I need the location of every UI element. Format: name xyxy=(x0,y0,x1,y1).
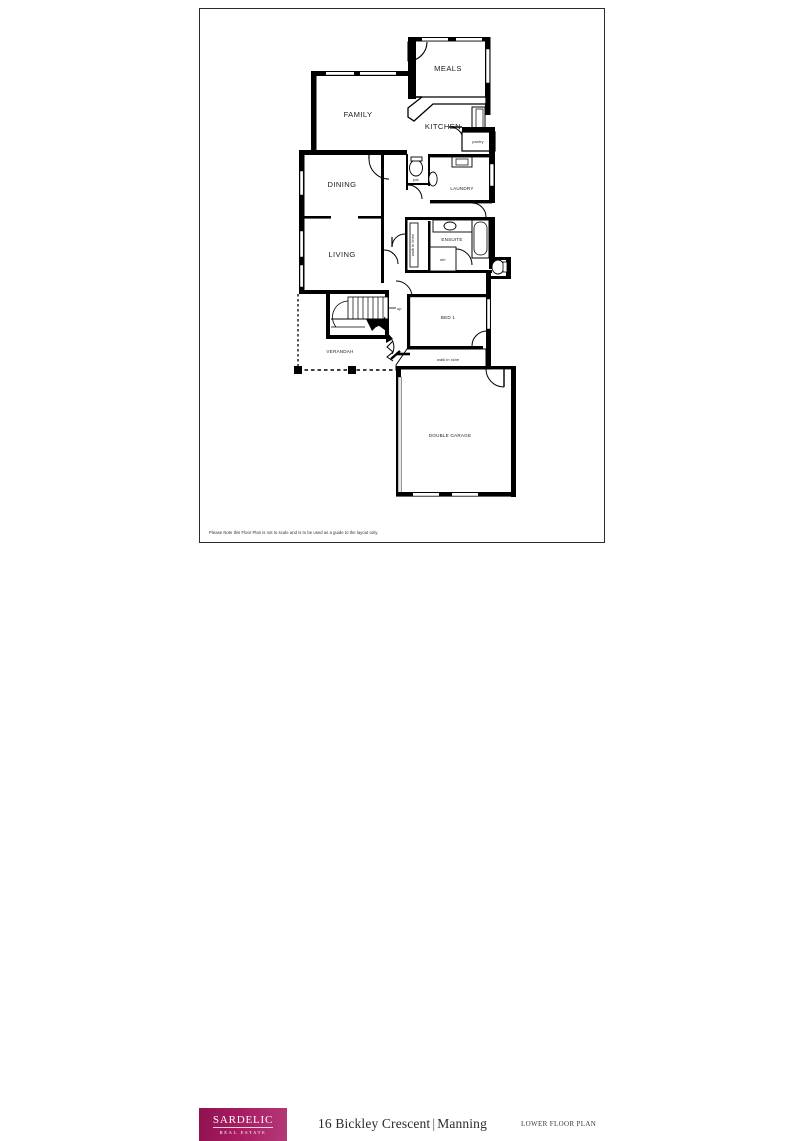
room-walk-in-robe: walk in robe xyxy=(390,339,491,370)
floor-plan-disclaimer: Please Note this Floor Plan is not to sc… xyxy=(209,530,379,535)
room-walk-in-linen: walk in linen xyxy=(391,217,431,273)
room-bed-1: BED 1 xyxy=(407,273,491,369)
room-label-double-garage: DOUBLE GARAGE xyxy=(429,433,471,438)
address-street: 16 Bickley Crescent xyxy=(318,1116,431,1131)
logo-tagline: REAL ESTATE xyxy=(219,1129,267,1135)
room-label-meals: MEALS xyxy=(434,64,462,73)
address-suburb: Manning xyxy=(437,1116,487,1131)
room-dining: DINING xyxy=(299,150,407,250)
room-label-kitchen: KITCHEN xyxy=(425,122,461,131)
room-laundry: LAUNDRY xyxy=(430,151,495,218)
room-label-family: FAMILY xyxy=(344,110,373,119)
room-powder: pdr xyxy=(406,154,438,200)
room-label-dining: DINING xyxy=(328,180,357,189)
room-label-verandah: VERANDAH xyxy=(326,349,353,354)
logo-brand-name: SARDELIC xyxy=(212,1113,274,1128)
page-footer: SARDELIC REAL ESTATE 16 Bickley Crescent… xyxy=(0,552,800,1141)
stair-direction-label: up xyxy=(397,306,402,311)
room-label-walk-in-robe: walk in robe xyxy=(437,357,459,362)
address-separator: | xyxy=(432,1116,436,1131)
room-label-pantry: pantry xyxy=(472,139,483,144)
room-ensuite: shr ENSUITE xyxy=(429,217,511,279)
room-label-walk-in-linen: walk in linen xyxy=(410,234,415,257)
room-label-living: LIVING xyxy=(328,250,355,259)
room-family: FAMILY xyxy=(311,71,411,155)
page-canvas: MEALS FAMILY xyxy=(0,8,800,1141)
hall-and-stairs: up xyxy=(326,280,413,343)
room-label-powder: pdr xyxy=(413,177,420,182)
room-label-bed-1: BED 1 xyxy=(441,315,456,320)
floor-plan-svg: MEALS FAMILY xyxy=(294,37,516,497)
room-meals: MEALS xyxy=(407,37,491,115)
room-label-ensuite: ENSUITE xyxy=(441,237,462,242)
room-living: LIVING xyxy=(299,216,399,294)
room-double-garage: DOUBLE GARAGE xyxy=(396,366,516,497)
sardelic-logo[interactable]: SARDELIC REAL ESTATE xyxy=(199,1108,287,1141)
floor-plan-drawing: MEALS FAMILY xyxy=(200,9,604,519)
room-kitchen: KITCHEN pantry xyxy=(407,96,496,159)
plan-type-label: LOWER FLOOR PLAN xyxy=(521,1120,597,1128)
room-label-shower: shr xyxy=(440,257,446,262)
room-label-laundry: LAUNDRY xyxy=(450,186,473,191)
floor-plan-sheet: MEALS FAMILY xyxy=(199,8,605,543)
property-address: 16 Bickley Crescent|Manning xyxy=(318,1116,487,1132)
room-verandah: VERANDAH xyxy=(294,294,396,374)
